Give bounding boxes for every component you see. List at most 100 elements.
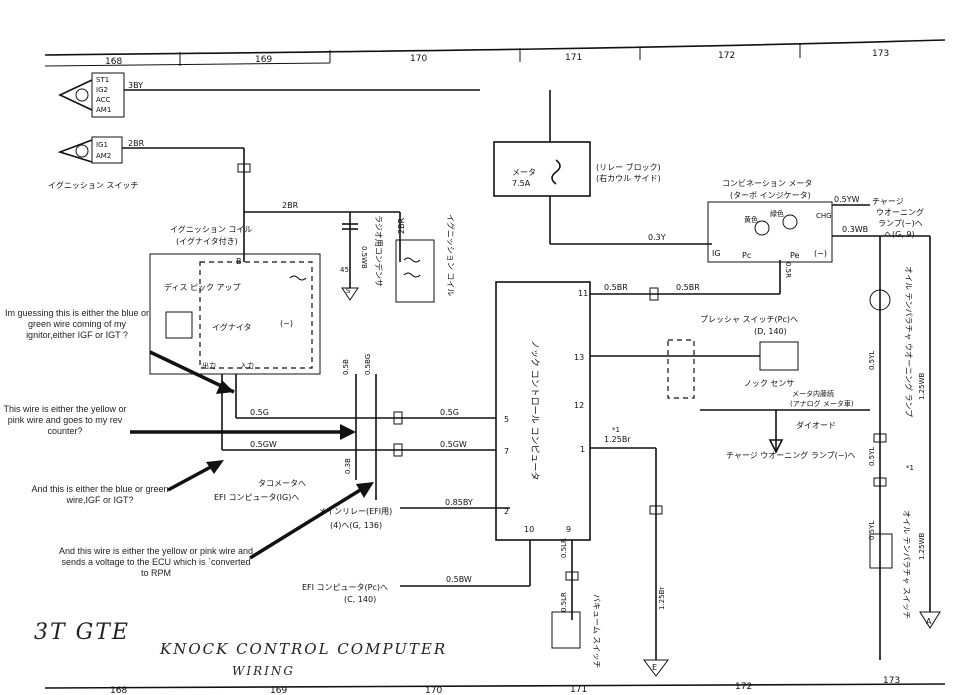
wire-03wb: 0.3WB (842, 225, 868, 234)
wire-05br-right: 0.5BR (676, 283, 700, 292)
oil-star: *1 (906, 464, 914, 472)
wire-05br-left: 0.5BR (604, 283, 628, 292)
pin-13: 13 (574, 353, 584, 362)
radio-capacitor: S 45 0.5WB ラジオ用コンデンサ (340, 212, 384, 301)
wire-05gw-left: 0.5GW (250, 440, 277, 449)
pin-b: B (236, 257, 242, 266)
star-label: *1 (612, 426, 620, 434)
knock-computer: ノック コントロール コンピュータ 11 13 12 1 5 7 2 10 9 (495, 281, 591, 541)
handwritten-subtitle: WIRING (232, 664, 295, 678)
pin-acc: ACC (96, 96, 111, 104)
tacho-label: タコメータへ (258, 479, 306, 488)
cap-s: S (346, 287, 351, 295)
wire-05g-left: 0.5G (250, 408, 269, 417)
ignition-switch: ST1 IG2 ACC AM1 3BY IG1 AM2 2BR イグニッション … (48, 72, 480, 190)
relay-ref: (4)へ(G, 136) (330, 521, 382, 530)
efi-ig-label: EFI コンピュータ(IG)へ (214, 493, 299, 502)
cap-num: 45 (340, 266, 349, 274)
efi-pc-label: EFI コンピュータ(Pc)へ (302, 583, 388, 592)
wire-05wb: 0.5WB (360, 246, 368, 269)
pin-st1: ST1 (96, 76, 109, 84)
coil-feed: 2BR 2BR イグニッション コイル (イグナイタ付き) (170, 148, 406, 262)
wire-125wb-1: 1.25WB (918, 372, 926, 400)
charge-warn-3: ランプ(−)へ (878, 219, 923, 228)
wire-05b: 0.5B (342, 359, 350, 375)
wire-05lr-bot: 0.5LR (560, 592, 568, 612)
relay-block: (リレー ブロック) (596, 162, 661, 172)
fuse-rating: 7.5A (512, 179, 531, 188)
oil-temp-section: オイル テンパラチャ ウオーニング ランプ 0.5YL 0.5YL 0.5YL … (868, 236, 941, 660)
wire-05r: 0.5R (784, 262, 792, 278)
wire-085by: 0.85BY (445, 498, 473, 507)
lamp-green: 緑色 (770, 209, 784, 218)
coil2-label: イグニッション コイル (446, 214, 456, 296)
grid-foot-171: 171 (570, 685, 587, 695)
coil-subtitle: (イグナイタ付き) (176, 236, 238, 246)
pin-10: 10 (524, 525, 534, 534)
ecu-name: ノック コントロール コンピュータ (529, 340, 540, 481)
grid-col-169: 169 (255, 55, 272, 65)
pin-11: 11 (578, 289, 588, 298)
signal-wires: 0.5G 0.5G 0.5GW 0.5GW 0.5B 0.5BG 0.3B タコ… (214, 354, 496, 502)
chg-label: CHG (816, 212, 832, 220)
combo-meter: コンビネーション メータ (722, 179, 812, 188)
wire-03b: 0.3B (344, 458, 352, 474)
wire-3by: 3BY (128, 81, 143, 90)
pin-9: 9 (566, 525, 571, 534)
annotation-3: And this is either the blue or green wir… (31, 484, 169, 505)
grid-col-172: 172 (718, 51, 735, 61)
wire-125br: 1.25Br (604, 435, 631, 444)
handwritten-model: 3T GTE (34, 620, 130, 645)
ignition-coil-2: イグニッション コイル (395, 214, 456, 303)
wire-2br-switch: 2BR (128, 139, 145, 148)
pressure-ref: (D, 140) (754, 327, 787, 336)
igniter-block: B ディス ピック アップ イグナイタ (−) 出力 入力 (149, 253, 321, 375)
annotation-2: This wire is either the yellow or pink w… (3, 404, 127, 436)
fuse-label: メータ (512, 168, 536, 177)
pin-ig1: IG1 (96, 141, 108, 149)
pe-pin: Pe (790, 251, 800, 260)
grid-foot-169: 169 (270, 686, 287, 695)
pc-pin: Pc (742, 251, 751, 260)
wire-125wb-2: 1.25WB (918, 532, 926, 560)
pressure-label: プレッシャ スイッチ(Pc)へ (700, 315, 798, 324)
wire-2br-top: 2BR (282, 201, 299, 210)
meter-int2: (アナログ メータ車) (790, 399, 854, 408)
vacuum-label: バキューム スイッチ (592, 594, 601, 668)
grid-col-171: 171 (565, 53, 582, 63)
distributor-label: ディス ピック アップ (164, 282, 241, 292)
charge-warn-1: チャージ (872, 197, 904, 206)
grid-col-168: 168 (105, 57, 122, 67)
ground-a: A (926, 617, 932, 626)
pin-am1: AM1 (96, 106, 111, 114)
pin-1: 1 (580, 445, 585, 454)
grid-foot-168: 168 (110, 686, 127, 695)
knock-sensor-label: ノック センサ (744, 379, 794, 388)
ecu-right-wiring: 0.5BR 0.5BR 0.5R プレッシャ スイッチ(Pc)へ (D, 140… (551, 260, 870, 677)
handwritten-title: KNOCK CONTROL COMPUTER (160, 640, 448, 658)
grid-foot-173: 173 (883, 676, 900, 686)
charge-lamp-label: チャージ ウオーニング ランプ(−)へ (726, 450, 856, 460)
wire-05lr-top: 0.5LR (560, 538, 568, 558)
wire-05yl-2: 0.5YL (868, 447, 876, 466)
annotation-1: Im guessing this is either the blue or g… (4, 308, 150, 340)
relay-block-loc: (右カウル サイド) (596, 173, 661, 183)
coil-title: イグニッション コイル (170, 224, 252, 234)
grid-col-170: 170 (410, 54, 427, 64)
pin-2: 2 (504, 507, 509, 516)
oil-sensor-label: オイル テンパラチャ スイッチ (902, 510, 911, 619)
efi-pc-ref: (C, 140) (344, 595, 376, 604)
wire-05g-right: 0.5G (440, 408, 459, 417)
grid-footer: 168 169 170 171 172 173 (44, 676, 946, 695)
ig-pin: IG (712, 249, 721, 258)
capacitor-label: ラジオ用コンデンサ (374, 215, 384, 287)
charge-warn-4: へ(G, 9) (884, 230, 915, 239)
charge-warn-2: ウオーニング (876, 207, 924, 217)
grid-header: 168 169 170 171 172 173 (44, 39, 946, 67)
ground-e: E (652, 663, 657, 672)
relay-label: メインリレー(EFI用) (318, 507, 392, 516)
oil-lamp-label: オイル テンパラチャ ウオーニング ランプ (904, 266, 914, 417)
meter-minus: (−) (814, 249, 827, 258)
lamp-yellow: 黄色 (744, 215, 758, 224)
